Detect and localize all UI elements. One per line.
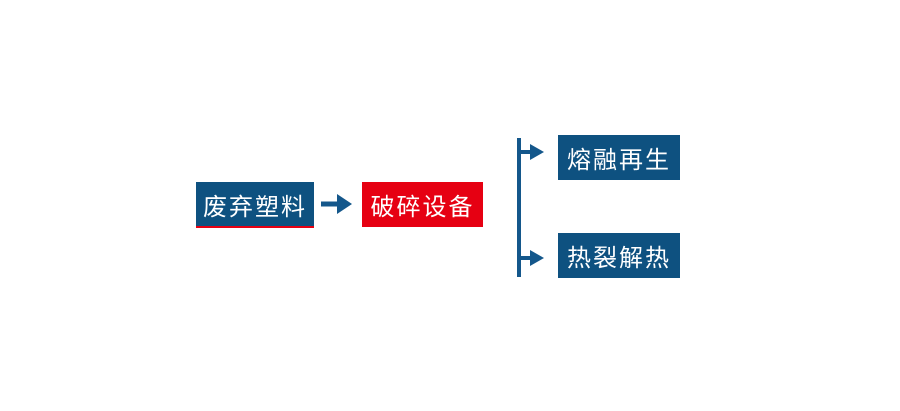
node-crushing-equipment-label: 破碎设备 [370,194,475,221]
node-pyrolysis-heat: 热裂解热 [558,233,680,278]
node-waste-plastic-label: 废弃塑料 [203,193,307,221]
node-melt-regeneration-label: 熔融再生 [567,147,671,174]
node-pyrolysis-heat-label: 热裂解热 [567,245,671,272]
branch-connector-icon [517,138,544,277]
node-waste-plastic: 废弃塑料 [196,182,314,228]
arrow-right-icon [321,194,352,214]
node-crushing-equipment: 破碎设备 [362,182,483,227]
node-melt-regeneration: 熔融再生 [558,135,680,180]
